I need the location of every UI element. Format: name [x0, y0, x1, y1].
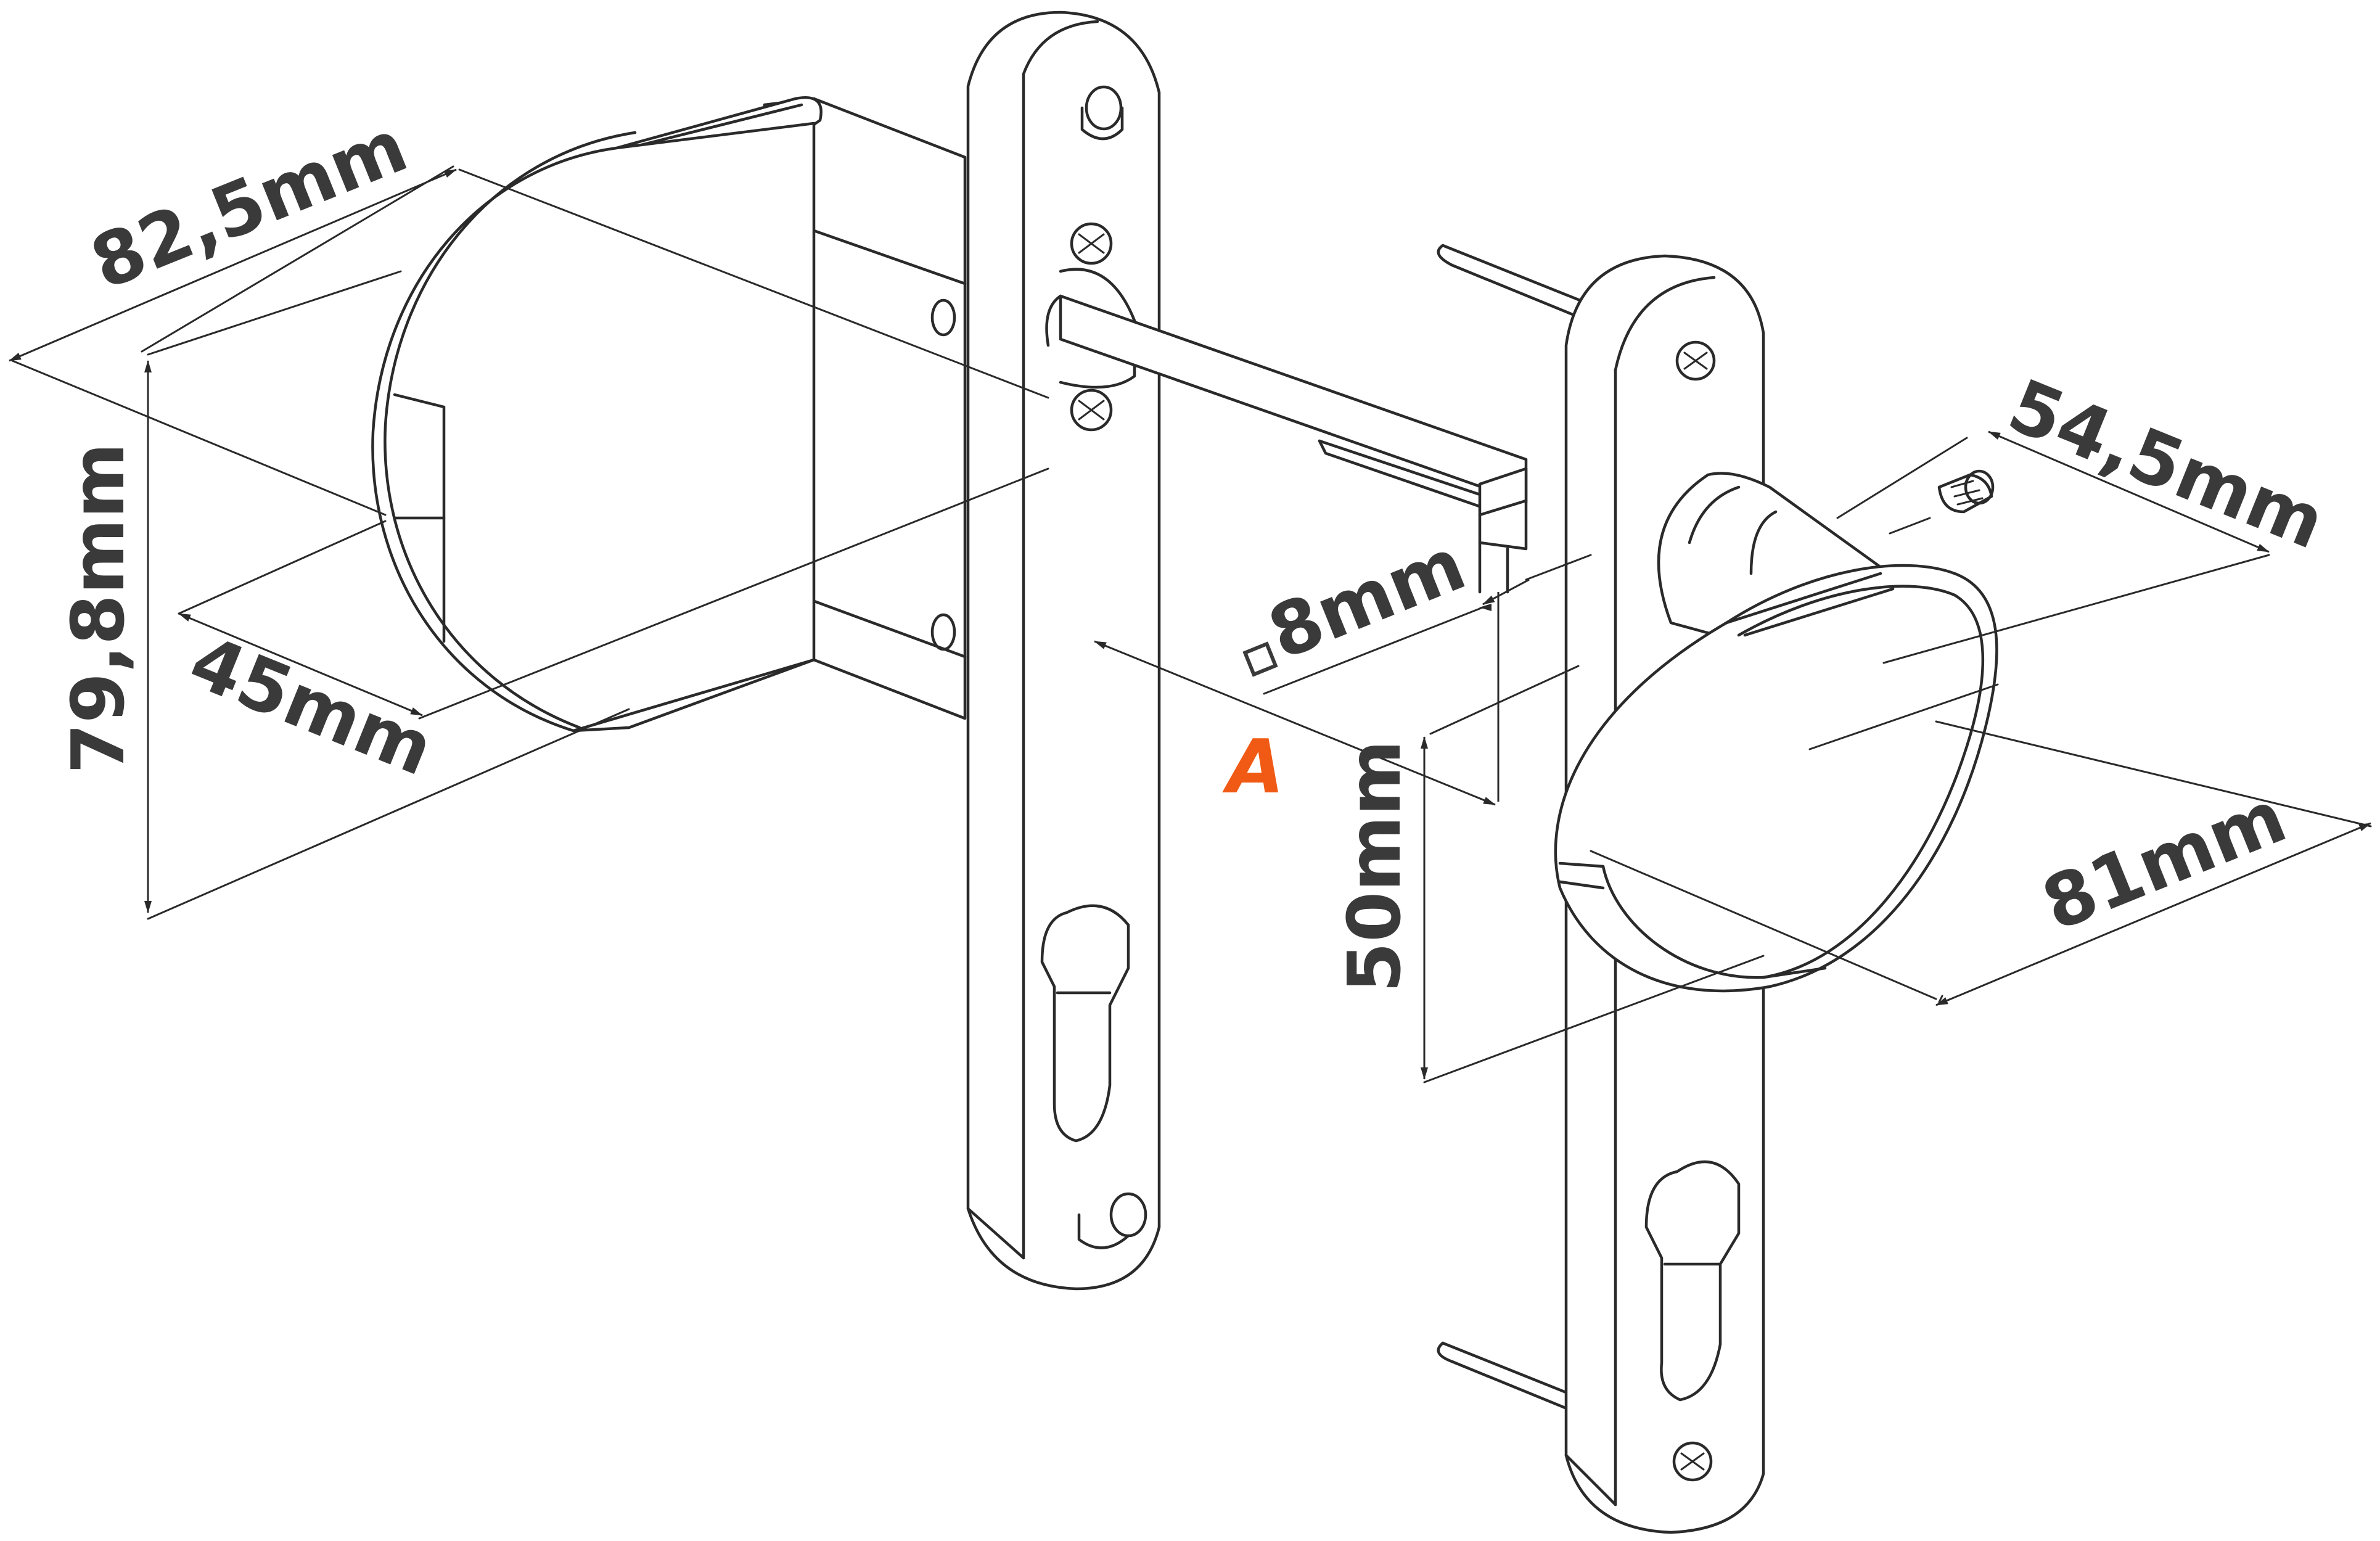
dimension-spindle: 8mm	[1242, 521, 1592, 695]
label-depth-right: 54,5mm	[1998, 363, 2337, 565]
left-handle	[371, 121, 816, 733]
right-knob	[1554, 469, 1999, 993]
square-spindle-icon	[1242, 641, 1278, 677]
label-distance: A	[1222, 725, 1284, 810]
label-height-right: 50mm	[1332, 740, 1417, 993]
label-height-left: 79,8mm	[55, 443, 141, 774]
label-width-right: 81mm	[2031, 773, 2297, 947]
dimension-height-left: 79,8mm	[55, 270, 630, 920]
dimension-distance: A	[1094, 640, 1496, 810]
label-width-top: 82,5mm	[80, 103, 419, 306]
spindle-bar	[1045, 294, 1528, 802]
label-depth-left: 45mm	[179, 618, 445, 792]
left-escutcheon-plate	[966, 10, 1161, 1291]
dimension-height-right: 50mm	[1332, 665, 1765, 1083]
